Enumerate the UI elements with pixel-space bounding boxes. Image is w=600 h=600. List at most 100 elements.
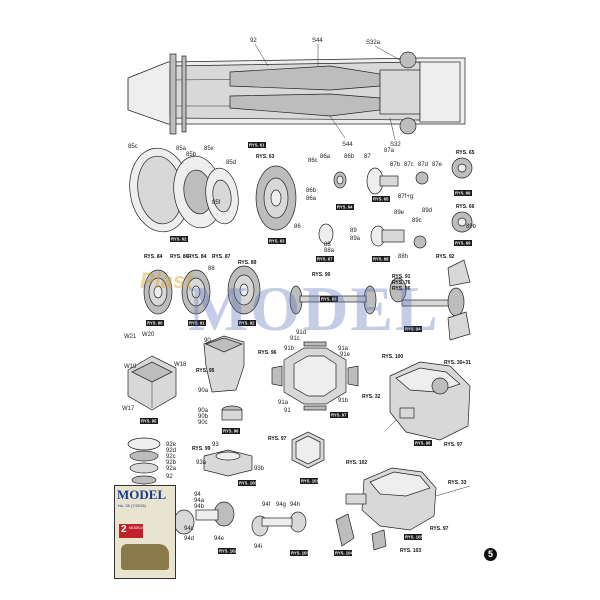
- housing-parts: W21 W20 W19 W18 W17 90 90a 90a 90b 90c 9…: [122, 330, 471, 448]
- cover-vehicle-image: [121, 544, 169, 570]
- part-label: 87d: [418, 162, 428, 168]
- figure-ref: RYS. 76: [392, 280, 411, 286]
- figure-ref: RYS. 102: [346, 460, 367, 466]
- figure-tag: RYS. 96: [222, 428, 240, 434]
- svg-text:RYS. 103: RYS. 103: [291, 551, 309, 556]
- part-label: 88: [324, 242, 331, 248]
- part-label: 90: [204, 338, 211, 344]
- svg-text:RYS. 61: RYS. 61: [249, 143, 265, 148]
- figure-ref: RYS. 65: [456, 150, 475, 156]
- part-label: 89b: [466, 224, 477, 230]
- svg-text:RYS. 65: RYS. 65: [373, 197, 389, 202]
- figure-ref: RYS. 99: [192, 446, 211, 452]
- svg-text:RYS. 97: RYS. 97: [331, 413, 347, 418]
- figure-ref: RYS. 92: [436, 254, 455, 260]
- cover-subtitle: No. 28 (7/2015): [118, 503, 146, 508]
- svg-text:RYS. 93: RYS. 93: [321, 297, 337, 302]
- part-label: 92: [166, 474, 173, 480]
- svg-text:RYS. 105: RYS. 105: [405, 535, 423, 540]
- part-label: 92e: [166, 442, 177, 448]
- part-label: 85c: [128, 144, 138, 150]
- part-label: 86: [294, 224, 301, 230]
- figure-tag: RYS. 61: [248, 142, 266, 148]
- part-label: W21: [124, 334, 137, 340]
- figure-tag: RYS. 105: [404, 534, 423, 540]
- figure-ref: RYS. 97: [444, 442, 463, 448]
- part-label: 86c: [308, 158, 318, 164]
- figure-tag: RYS. 65: [372, 196, 390, 202]
- wheel-parts: 85c 85a 85b 85x 85d 85f 86 86c 86a 86b 8…: [128, 144, 477, 262]
- part-label: 91a: [278, 400, 289, 406]
- figure-tag: RYS. 67: [316, 256, 334, 262]
- part-label: 93: [212, 442, 219, 448]
- svg-text:RYS. 96: RYS. 96: [223, 429, 239, 434]
- svg-text:RYS. 66: RYS. 66: [455, 191, 471, 196]
- part-label: 85d: [226, 160, 236, 166]
- cover-badge: 2 MODELE: [119, 524, 144, 538]
- part-label: 86b: [306, 188, 317, 194]
- svg-text:RYS. 102: RYS. 102: [219, 549, 237, 554]
- part-label: 87a: [384, 148, 395, 154]
- part-label: 91b: [284, 346, 295, 352]
- figure-ref: RYS. 89: [238, 260, 257, 266]
- figure-ref: RYS. 86: [170, 254, 189, 260]
- figure-tag: RYS. 95: [140, 418, 158, 424]
- part-label: 88a: [324, 248, 335, 254]
- chassis-label: S32: [390, 142, 401, 148]
- part-label: 91e: [340, 352, 351, 358]
- part-label: 87: [364, 154, 371, 160]
- part-label: W17: [122, 406, 135, 412]
- part-label: 90c: [198, 420, 208, 426]
- svg-text:RYS. 101: RYS. 101: [301, 479, 319, 484]
- figure-ref: RYS. 95: [196, 368, 215, 374]
- figure-ref: RYS. 32: [362, 394, 381, 400]
- part-label: 86a: [306, 196, 317, 202]
- part-label: 90a: [198, 388, 209, 394]
- figure-ref: RYS. 84: [144, 254, 163, 260]
- chassis-label: S44: [342, 142, 353, 148]
- figure-tag: RYS. 98: [414, 440, 432, 446]
- figure-ref: RYS. 30+31: [444, 360, 471, 366]
- figure-ref: RYS. 100: [382, 354, 403, 360]
- figure-tag: RYS. 69: [454, 240, 472, 246]
- part-label: 87f+g: [398, 194, 413, 200]
- svg-text:RYS. 64: RYS. 64: [337, 205, 353, 210]
- svg-text:RYS. 90: RYS. 90: [147, 321, 163, 326]
- part-label: 87e: [432, 162, 443, 168]
- figure-tag: RYS. 62: [170, 236, 188, 242]
- figure-ref: RYS. 97: [430, 526, 449, 532]
- figure-ref: RYS. 66: [456, 204, 475, 210]
- part-label: 94c: [184, 526, 194, 532]
- part-label: 85f: [212, 200, 221, 206]
- part-label: 87b: [390, 162, 401, 168]
- part-label: 86b: [344, 154, 355, 160]
- svg-text:RYS. 92: RYS. 92: [239, 321, 255, 326]
- figure-tag: RYS. 66: [454, 190, 472, 196]
- part-label: W20: [142, 332, 155, 338]
- part-label: 89d: [422, 208, 432, 214]
- part-label: 94g: [276, 502, 286, 508]
- figure-ref: RYS. 33: [448, 480, 467, 486]
- figure-tag: RYS. 103: [290, 550, 309, 556]
- figure-ref: RYS. 86: [392, 286, 411, 292]
- assembled-wheels: RYS. 84 RYS. 86 RYS. 84 RYS. 87 RYS. 89 …: [143, 254, 471, 341]
- svg-text:RYS. 91: RYS. 91: [189, 321, 205, 326]
- part-label: 89e: [394, 210, 405, 216]
- figure-tag: RYS. 63: [268, 238, 286, 244]
- part-label: 92a: [166, 466, 177, 472]
- figure-tag: RYS. 102: [218, 548, 237, 554]
- figure-tag: RYS. 101: [300, 478, 319, 484]
- part-label: 88h: [398, 254, 408, 260]
- figure-ref: RYS. 63: [256, 154, 275, 160]
- part-label: 86a: [320, 154, 331, 160]
- figure-tag: RYS. 104: [334, 550, 353, 556]
- part-label: 94b: [194, 504, 205, 510]
- chassis-label: S44: [312, 38, 323, 44]
- figure-tag: RYS. 92: [238, 320, 256, 326]
- svg-text:RYS. 98: RYS. 98: [415, 441, 431, 446]
- part-label: 94e: [214, 536, 225, 542]
- part-label: 89c: [412, 218, 422, 224]
- chassis-label: S32a: [366, 40, 381, 46]
- svg-text:Plast: Plast: [140, 268, 194, 293]
- svg-text:RYS. 104: RYS. 104: [335, 551, 353, 556]
